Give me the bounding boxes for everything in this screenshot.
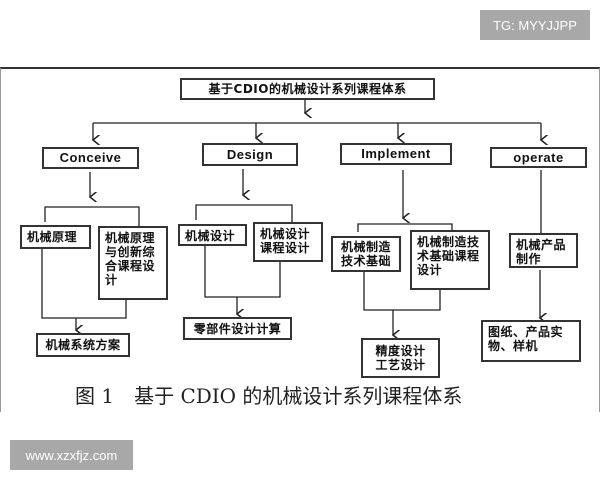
course-box: 机械制造技术基础课程设计 <box>410 230 490 290</box>
course-box: 机械原理 <box>20 225 91 249</box>
result-box: 机械系统方案 <box>36 333 130 357</box>
watermark-bottom: www.xzxfjz.com <box>10 440 133 470</box>
stage-design: Design <box>202 143 298 166</box>
stage-operate: operate <box>490 147 587 168</box>
watermark-top: TG: MYYJJPP <box>480 10 590 40</box>
stage-conceive: Conceive <box>42 147 139 169</box>
result-box: 零部件设计计算 <box>183 317 292 340</box>
course-box: 机械制造技术基础 <box>331 236 401 272</box>
result-box: 图纸、产品实物、样机 <box>481 320 581 362</box>
course-box: 机械设计课程设计 <box>253 222 323 262</box>
result-box: 精度设计工艺设计 <box>361 338 440 378</box>
stage-implement: Implement <box>340 143 452 165</box>
course-box: 机械产品制作 <box>509 233 578 268</box>
course-box: 机械原理与创新综合课程设计 <box>98 226 168 300</box>
course-box: 机械设计 <box>178 224 247 246</box>
root-box: 基于CDIO的机械设计系列课程体系 <box>180 78 435 100</box>
figure-caption: 图 1 基于 CDIO 的机械设计系列课程体系 <box>75 384 463 408</box>
